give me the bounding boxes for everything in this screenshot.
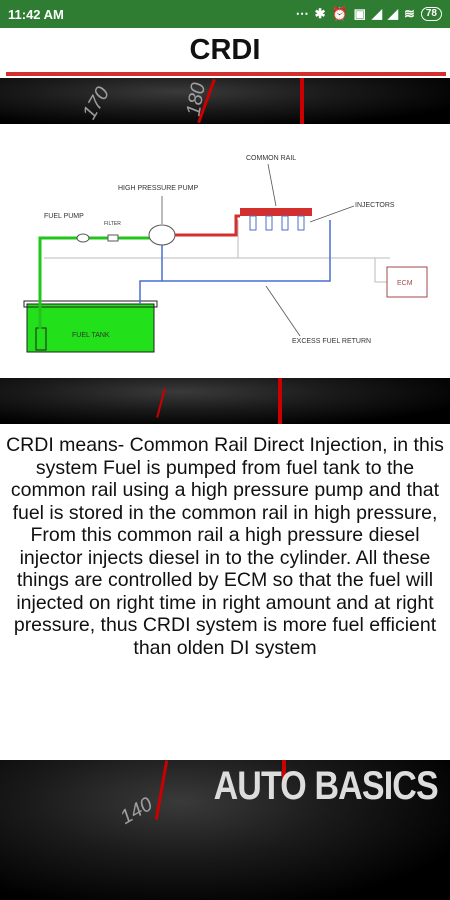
high-pressure-pump-label: HIGH PRESSURE PUMP <box>118 185 198 192</box>
gauge-needle <box>154 760 169 820</box>
status-bar: 11:42 AM ⋯ ✱ ⏰ ▣ ◢ ◢ ≋ 78 <box>0 0 450 28</box>
status-icons: ⋯ ✱ ⏰ ▣ ◢ ◢ ≋ 78 <box>296 6 442 22</box>
dots-icon: ⋯ <box>295 6 309 21</box>
ecm-box <box>386 266 428 298</box>
common-rail <box>240 208 312 216</box>
fuel-pump <box>76 233 90 243</box>
alarm-icon: ⏰ <box>331 6 348 21</box>
gauge-number: 170 <box>78 83 115 124</box>
gauge-needle <box>278 378 282 424</box>
injector <box>265 215 273 231</box>
return-line <box>139 280 162 304</box>
app-header: CRDI <box>0 28 450 78</box>
injectors-label: INJECTORS <box>355 202 395 209</box>
gauge-needle <box>156 388 166 418</box>
fuel-pump-label: FUEL PUMP <box>44 213 84 220</box>
bluetooth-icon: ✱ <box>314 6 326 21</box>
watermark-text: AUTO BASICS <box>213 764 439 808</box>
return-line <box>161 220 331 282</box>
crdi-diagram: FUEL TANK FUEL PUMP FILTER HIGH PRESSURE… <box>0 124 450 378</box>
injectors <box>249 215 305 231</box>
signal-icon: ◢ <box>387 6 398 21</box>
background-image-bottom: 140 <box>0 760 450 900</box>
injector <box>297 215 305 231</box>
background-image-top: 170 180 <box>0 78 450 124</box>
fuel-tank-lid <box>23 300 158 308</box>
background-image-middle <box>0 378 450 424</box>
common-rail-label: COMMON RAIL <box>246 155 296 162</box>
crdi-diagram-svg: FUEL TANK FUEL PUMP FILTER HIGH PRESSURE… <box>23 155 428 353</box>
injector <box>249 215 257 231</box>
wifi-icon: ≋ <box>403 6 415 21</box>
gauge-needle <box>282 760 286 790</box>
fuel-tank <box>26 303 155 353</box>
fuel-filter <box>107 234 119 242</box>
gauge-needle <box>300 78 304 124</box>
pointer-line <box>309 205 355 223</box>
gauge-number: 140 <box>116 793 157 829</box>
description-panel: CRDI means- Common Rail Direct Injection… <box>0 424 450 760</box>
fuel-tank-label: FUEL TANK <box>72 332 110 339</box>
description-text: CRDI means- Common Rail Direct Injection… <box>6 434 444 659</box>
ecm-label: ECM <box>397 280 413 287</box>
battery-icon: 78 <box>420 7 442 21</box>
high-pressure-line <box>175 214 240 237</box>
pointer-line <box>265 285 301 337</box>
header-accent-line <box>6 72 446 76</box>
excess-fuel-return-label: EXCESS FUEL RETURN <box>292 338 371 345</box>
vibrate-icon: ▣ <box>353 6 366 21</box>
status-time: 11:42 AM <box>8 6 64 22</box>
signal-icon: ◢ <box>371 6 382 21</box>
high-pressure-pump <box>148 224 176 246</box>
page-title: CRDI <box>189 34 261 66</box>
ecm-wire <box>374 258 387 283</box>
filter-label: FILTER <box>104 221 121 227</box>
supply-line <box>38 236 78 329</box>
pointer-line <box>267 163 277 207</box>
injector <box>281 215 289 231</box>
